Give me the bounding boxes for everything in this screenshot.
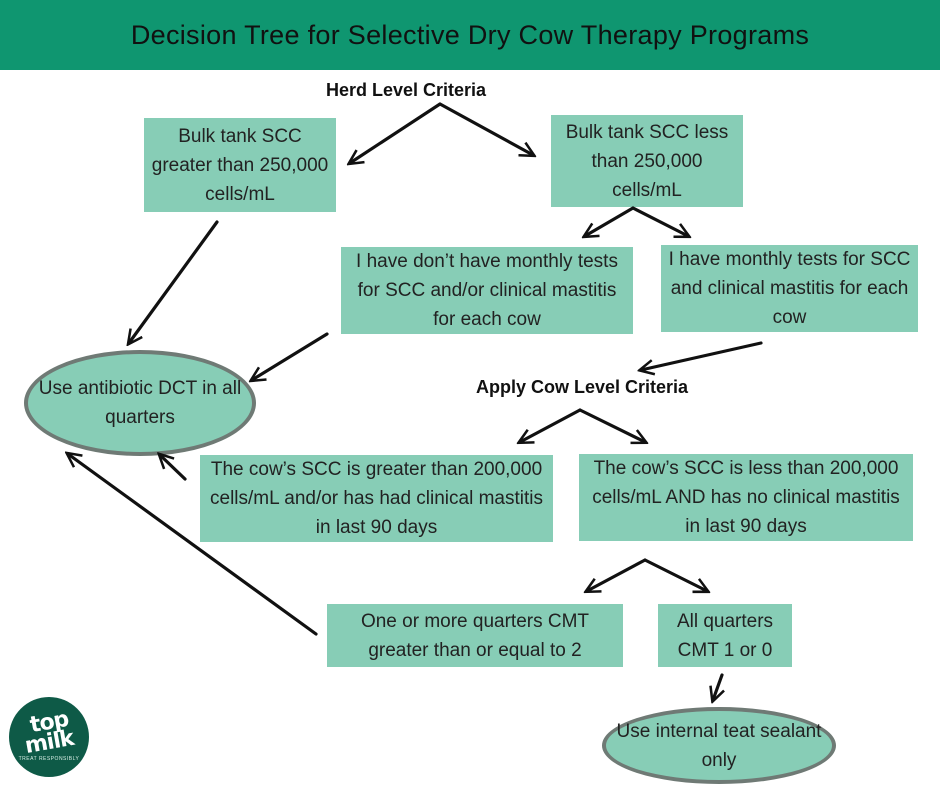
node-cow-high: The cow’s SCC is greater than 200,000 ce… xyxy=(200,455,553,542)
node-use-antibiotic-text: Use antibiotic DCT in all quarters xyxy=(38,378,242,428)
logo-tagline: TREAT RESPONSIBLY xyxy=(18,755,80,762)
arrow-herd-to-bulk-low xyxy=(438,102,533,155)
arrow-bulk-low-to-monthly xyxy=(631,206,688,236)
node-no-monthly-text: I have don’t have monthly tests for SCC … xyxy=(356,251,618,330)
node-cow-low: The cow’s SCC is less than 200,000 cells… xyxy=(579,454,913,541)
arrow-bulk-high-to-antibiotic xyxy=(129,220,219,343)
page-title: Decision Tree for Selective Dry Cow Ther… xyxy=(130,19,810,50)
node-cmt-high-text: One or more quarters CMT greater than or… xyxy=(360,610,590,661)
arrow-no-monthly-to-antibiotic xyxy=(252,332,329,380)
node-cow-high-text: The cow’s SCC is greater than 200,000 ce… xyxy=(210,459,543,538)
arrow-cow-low-to-cmt-low xyxy=(643,558,707,591)
arrow-bulk-low-to-no-monthly xyxy=(585,206,635,236)
node-use-antibiotic: Use antibiotic DCT in all quarters xyxy=(24,350,256,456)
node-monthly: I have monthly tests for SCC and clinica… xyxy=(661,245,918,332)
node-bulk-low: Bulk tank SCC less than 250,000 cells/mL xyxy=(551,115,743,207)
node-no-monthly: I have don’t have monthly tests for SCC … xyxy=(341,247,633,334)
arrow-cmt-low-to-sealant xyxy=(713,673,722,700)
node-bulk-high: Bulk tank SCC greater than 250,000 cells… xyxy=(144,118,336,212)
cow-level-label: Apply Cow Level Criteria xyxy=(476,377,689,397)
node-sealant: Use internal teat sealant only xyxy=(602,707,836,784)
arrow-cmt-high-to-antibiotic xyxy=(68,454,318,636)
arrow-monthly-to-cow-level xyxy=(641,341,763,370)
node-sealant-text: Use internal teat sealant only xyxy=(616,720,822,771)
node-cmt-low: All quarters CMT 1 or 0 xyxy=(658,604,792,667)
top-milk-logo: top milk TREAT RESPONSIBLY xyxy=(9,697,89,777)
node-monthly-text: I have monthly tests for SCC and clinica… xyxy=(668,249,911,328)
arrow-cow-level-to-low xyxy=(578,408,645,442)
logo-line-milk: milk xyxy=(22,725,76,759)
node-bulk-low-text: Bulk tank SCC less than 250,000 cells/mL xyxy=(565,121,729,201)
node-cmt-high: One or more quarters CMT greater than or… xyxy=(327,604,623,667)
header-banner: Decision Tree for Selective Dry Cow Ther… xyxy=(0,0,940,70)
node-cow-low-text: The cow’s SCC is less than 200,000 cells… xyxy=(592,458,900,537)
arrow-cow-high-to-antibiotic xyxy=(160,455,187,481)
herd-level-label: Herd Level Criteria xyxy=(326,80,487,100)
arrow-cow-low-to-cmt-high xyxy=(587,558,647,591)
arrow-herd-to-bulk-high xyxy=(350,102,442,163)
arrow-cow-level-to-high xyxy=(520,408,582,442)
node-bulk-high-text: Bulk tank SCC greater than 250,000 cells… xyxy=(151,125,329,205)
node-cmt-low-text: All quarters CMT 1 or 0 xyxy=(676,610,774,661)
